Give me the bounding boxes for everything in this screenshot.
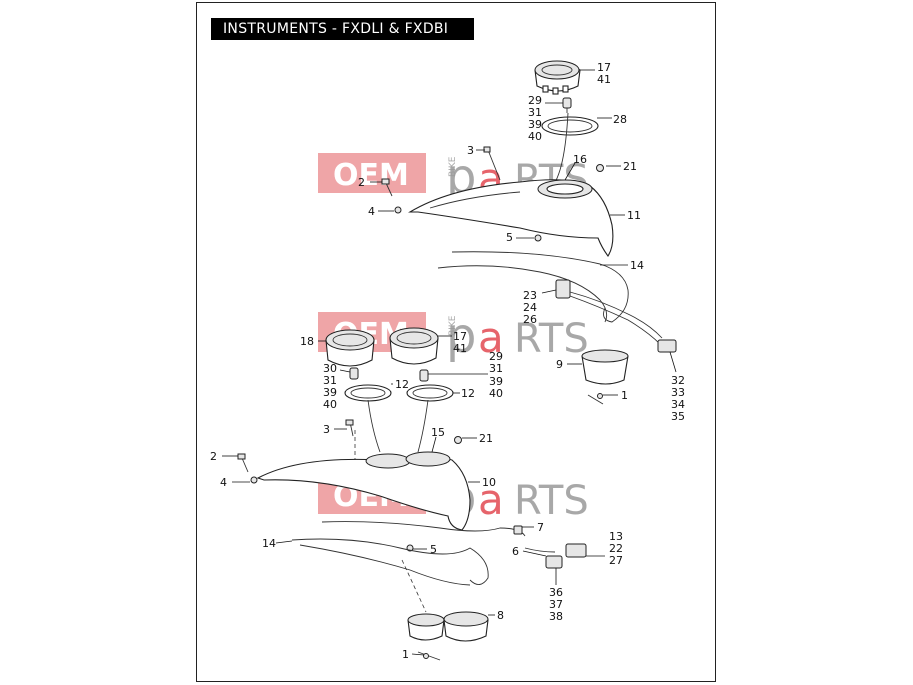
callout-15: 15: [431, 426, 445, 439]
lower-tachometer-18: [325, 329, 375, 367]
callout-33: 33: [671, 386, 685, 399]
upper-gasket-28: [541, 116, 599, 136]
callout-4-lower: 4: [220, 476, 227, 489]
lower-cable-left: [367, 399, 381, 453]
callout-32: 32: [671, 374, 685, 387]
callout-40-left: 40: [323, 398, 337, 411]
svg-text:a: a: [478, 475, 504, 524]
callout-2-lower: 2: [210, 450, 217, 463]
callout-41-upper: 41: [597, 73, 611, 86]
diagram-frame: [196, 2, 716, 682]
callout-6: 6: [512, 545, 519, 558]
callout-39-lower: 39: [489, 375, 503, 388]
callout-22: 22: [609, 542, 623, 555]
svg-text:RTS: RTS: [514, 478, 589, 524]
callout-24: 24: [523, 301, 537, 314]
lower-tank-insert-14: [291, 521, 526, 586]
upper-bracket-9: [581, 349, 629, 405]
callout-2-upper: 2: [358, 176, 365, 189]
upper-speedometer: [534, 60, 581, 95]
callout-31-upper: 31: [528, 106, 542, 119]
lower-screws: [237, 419, 462, 552]
leader-lines: [222, 69, 677, 656]
callout-5-upper: 5: [506, 231, 513, 244]
callout-26: 26: [523, 313, 537, 326]
callout-3-upper: 3: [467, 144, 474, 157]
callout-34: 34: [671, 398, 685, 411]
svg-text:OEM: OEM: [333, 158, 409, 193]
callout-8: 8: [497, 609, 504, 622]
callout-4-upper: 4: [368, 205, 375, 218]
callout-27: 27: [609, 554, 623, 567]
lower-gaskets-12: [344, 384, 454, 402]
callout-14-lower: 14: [262, 537, 276, 550]
callout-23: 23: [523, 289, 537, 302]
svg-text:a: a: [478, 313, 504, 362]
lower-harness: [513, 525, 587, 569]
callout-12-left: 12: [395, 378, 409, 391]
callout-11: 11: [627, 209, 641, 222]
callout-29-lower: 29: [489, 350, 503, 363]
callout-14-upper: 14: [630, 259, 644, 272]
callout-labels: 17 41 29 31 39 40 28 3 16 21 2 4 11 5 14…: [210, 61, 685, 661]
callout-17-upper: 17: [597, 61, 611, 74]
callout-18: 18: [300, 335, 314, 348]
callout-21-lower: 21: [479, 432, 493, 445]
lower-cable-right: [417, 399, 429, 453]
callout-21-upper: 21: [623, 160, 637, 173]
callout-29-upper: 29: [528, 94, 542, 107]
svg-text:BIKE: BIKE: [448, 156, 458, 177]
callout-9: 9: [556, 358, 563, 371]
lower-speedometer-17: [389, 327, 439, 365]
callout-12-right: 12: [461, 387, 475, 400]
callout-30: 30: [323, 362, 337, 375]
callout-35: 35: [671, 410, 685, 423]
callout-41-lower: 41: [453, 342, 467, 355]
callout-7: 7: [537, 521, 544, 534]
lower-bracket-8: [401, 559, 489, 661]
svg-text:RTS: RTS: [514, 316, 589, 362]
upper-screws: [381, 146, 604, 242]
upper-harness: [555, 279, 677, 353]
callout-1-lower: 1: [402, 648, 409, 661]
lower-console-10: [256, 430, 471, 531]
upper-bulb-socket: [562, 97, 572, 113]
callout-36: 36: [549, 586, 563, 599]
callout-38: 38: [549, 610, 563, 623]
callout-17-lower: 17: [453, 330, 467, 343]
callout-39-left: 39: [323, 386, 337, 399]
callout-37: 37: [549, 598, 563, 611]
callout-13: 13: [609, 530, 623, 543]
svg-text:BIKE: BIKE: [448, 315, 458, 336]
callout-5-lower: 5: [430, 543, 437, 556]
callout-40-lower: 40: [489, 387, 503, 400]
callout-39-upper: 39: [528, 118, 542, 131]
callout-16: 16: [573, 153, 587, 166]
diagram-title: INSTRUMENTS - FXDLI & FXDBI: [211, 18, 474, 40]
callout-3-lower: 3: [323, 423, 330, 436]
lower-bulb-sockets: [349, 367, 429, 382]
callout-28: 28: [613, 113, 627, 126]
callout-40-upper: 40: [528, 130, 542, 143]
callout-31-left: 31: [323, 374, 337, 387]
upper-console-11: [408, 179, 614, 257]
callout-31-lower: 31: [489, 362, 503, 375]
callout-10: 10: [482, 476, 496, 489]
callout-1-upper: 1: [621, 389, 628, 402]
